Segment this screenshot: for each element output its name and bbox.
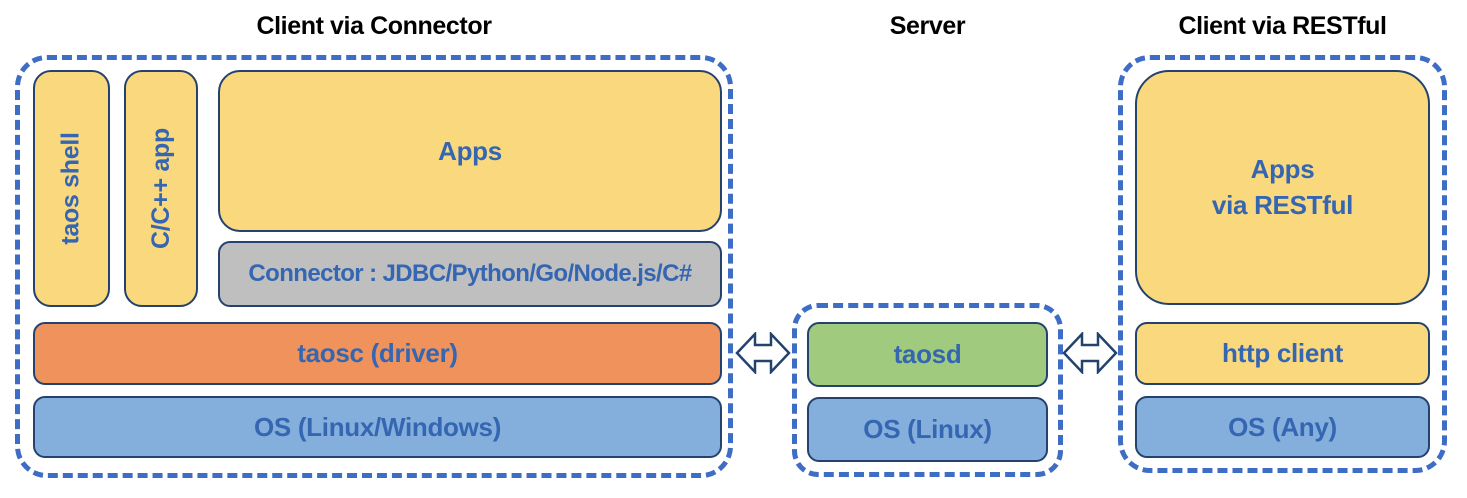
node-taos-shell: taos shell (33, 70, 110, 307)
node-taosc-driver: taosc (driver) (33, 322, 722, 385)
group-server: taosd OS (Linux) (792, 303, 1063, 477)
node-apps-via-restful-label: Apps via RESTful (1212, 152, 1353, 222)
node-apps-via-restful-line1: Apps (1250, 154, 1315, 185)
node-os-linux-windows: OS (Linux/Windows) (33, 396, 722, 458)
node-connector-languages-label: Connector : JDBC/Python/Go/Node.js/C# (248, 260, 692, 287)
node-os-any: OS (Any) (1135, 396, 1430, 458)
node-taos-shell-label: taos shell (57, 132, 86, 245)
node-apps-via-restful-line2: via RESTful (1211, 189, 1354, 220)
double-headed-arrow-icon (1062, 332, 1118, 374)
node-os-linux-windows-label: OS (Linux/Windows) (253, 411, 502, 442)
node-apps-label: Apps (438, 135, 502, 166)
node-http-client: http client (1135, 322, 1430, 385)
node-cpp-app: C/C++ app (124, 70, 198, 307)
node-os-linux: OS (Linux) (807, 397, 1048, 462)
section-title-server: Server (889, 12, 966, 40)
node-cpp-app-label: C/C++ app (146, 128, 175, 249)
double-headed-arrow-icon (735, 332, 791, 374)
node-taosc-driver-label: taosc (driver) (297, 338, 458, 368)
section-title-client-via-connector: Client via Connector (256, 12, 492, 40)
node-http-client-label: http client (1222, 338, 1343, 368)
node-connector-languages: Connector : JDBC/Python/Go/Node.js/C# (218, 241, 722, 307)
node-apps-via-restful: Apps via RESTful (1135, 70, 1430, 305)
section-title-client-via-restful: Client via RESTful (1178, 12, 1387, 40)
node-os-linux-label: OS (Linux) (863, 414, 992, 444)
node-os-any-label: OS (Any) (1228, 411, 1337, 442)
node-taosd-label: taosd (893, 339, 962, 369)
group-client-via-restful: Apps via RESTful http client OS (Any) (1118, 55, 1447, 473)
node-taosd: taosd (807, 322, 1048, 387)
group-client-via-connector: taos shell C/C++ app Apps Connector : JD… (15, 55, 733, 478)
node-apps: Apps (218, 70, 722, 232)
